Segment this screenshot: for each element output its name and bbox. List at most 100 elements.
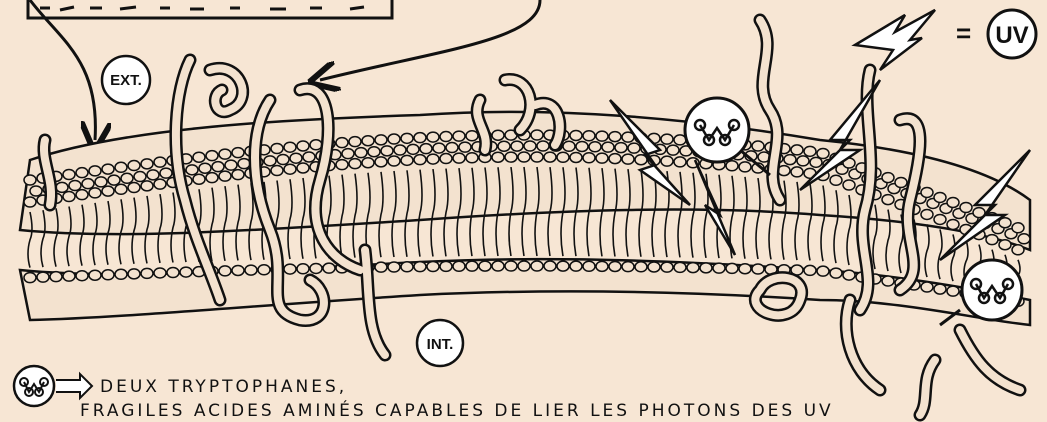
lipid-head: [492, 130, 504, 140]
lipid-head: [271, 143, 283, 153]
lipid-head: [609, 261, 621, 271]
lipid-head: [563, 141, 575, 151]
caption-line-2: FRAGILES ACIDES AMINÉS CAPABLES DE LIER …: [80, 399, 834, 421]
lipid-head: [284, 164, 296, 174]
lipid-head: [596, 261, 608, 271]
lipid-head: [95, 177, 107, 187]
lipid-head: [622, 154, 634, 164]
lipid-head: [531, 152, 543, 162]
lipid-head: [583, 131, 595, 141]
lipid-head: [115, 269, 127, 279]
lipid-head: [76, 190, 88, 200]
lipid-head: [589, 142, 601, 152]
lipid-head: [349, 137, 361, 147]
lipid-head: [297, 264, 309, 274]
lipid-head: [726, 263, 738, 273]
lipid-head: [661, 156, 673, 166]
lipid-head: [212, 162, 224, 172]
lipid-head: [947, 286, 959, 296]
lipid-head: [82, 179, 94, 189]
lipid-tail: [938, 229, 942, 279]
lipid-head: [947, 219, 959, 229]
lipid-head: [440, 154, 452, 164]
lipid-head: [1012, 245, 1024, 255]
lipid-head: [466, 261, 478, 271]
lipid-head: [921, 209, 933, 219]
lipid-head: [37, 272, 49, 282]
lipid-head: [362, 158, 374, 168]
lipid-head: [154, 268, 166, 278]
lipid-head: [232, 265, 244, 275]
lipid-head: [713, 263, 725, 273]
lipid-head: [570, 261, 582, 271]
lipid-head: [934, 214, 946, 224]
title-box-fragment: [28, 0, 392, 18]
lipid-head: [297, 163, 309, 173]
lipid-head: [453, 261, 465, 271]
lipid-head: [290, 153, 302, 163]
caption: DEUX TRYPTOPHANES, FRAGILES ACIDES AMINÉ…: [14, 366, 834, 421]
lipid-head: [843, 270, 855, 280]
exterior-label: EXT.: [102, 56, 150, 104]
lipid-head: [63, 271, 75, 281]
lipid-head: [453, 153, 465, 163]
lipid-head: [219, 149, 231, 159]
lipid-head: [479, 261, 491, 271]
lipid-head: [810, 157, 822, 167]
lipid-head: [336, 138, 348, 148]
lipid-head: [518, 261, 530, 271]
lipid-head: [524, 141, 536, 151]
arrow-left: [30, 0, 95, 140]
lipid-head: [843, 180, 855, 190]
lipid-head: [726, 161, 738, 171]
lipid-head: [420, 144, 432, 154]
lipid-head: [76, 168, 88, 178]
lipid-head: [63, 170, 75, 180]
lipid-head: [115, 184, 127, 194]
lipid-head: [596, 153, 608, 163]
lipid-head: [388, 262, 400, 272]
lipid-head: [492, 261, 504, 271]
lipid-head: [791, 145, 803, 155]
lipid-head: [24, 175, 36, 185]
lipid-head: [56, 182, 68, 192]
lipid-head: [498, 141, 510, 151]
lipid-head: [427, 261, 439, 271]
lipid-head: [544, 261, 556, 271]
lipid-head: [102, 164, 114, 174]
lipid-head: [797, 156, 809, 166]
lipid-head: [557, 261, 569, 271]
lipid-head: [264, 156, 276, 166]
lipid-head: [160, 168, 172, 178]
lipid-head: [661, 134, 673, 144]
lipid-head: [446, 143, 458, 153]
lipid-head: [232, 148, 244, 158]
lipid-head: [414, 133, 426, 143]
lipid-head: [752, 264, 764, 274]
lipid-head: [63, 192, 75, 202]
caption-line-1: DEUX TRYPTOPHANES,: [100, 377, 347, 397]
lipid-head: [147, 170, 159, 180]
lipid-head: [576, 141, 588, 151]
lipid-head: [141, 268, 153, 278]
lipid-head: [375, 262, 387, 272]
lipid-head: [433, 143, 445, 153]
tryptophan-pair-icon: [14, 366, 92, 406]
lipid-head: [882, 276, 894, 286]
lipid-head: [999, 240, 1011, 250]
lipid-head: [784, 155, 796, 165]
lipid-head: [511, 141, 523, 151]
lipid-head: [24, 273, 36, 283]
lipid-head: [947, 197, 959, 207]
lipid-head: [687, 263, 699, 273]
lipid-head: [388, 156, 400, 166]
lipid-head: [674, 157, 686, 167]
lipid-head: [381, 146, 393, 156]
lipid-head: [258, 265, 270, 275]
lipid-head: [830, 268, 842, 278]
lipid-head: [245, 265, 257, 275]
interior-label: INT.: [417, 320, 463, 366]
lipid-head: [817, 149, 829, 159]
lipid-head: [531, 261, 543, 271]
lipid-head: [108, 175, 120, 185]
